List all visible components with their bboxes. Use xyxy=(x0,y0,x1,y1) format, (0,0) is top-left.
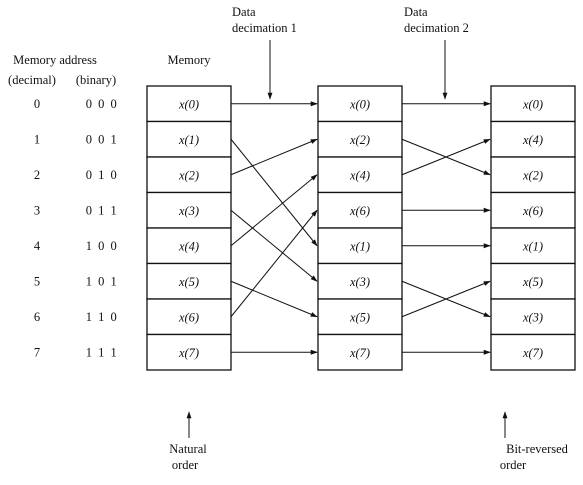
memory-cell-label: x(0) xyxy=(178,97,199,111)
memory-cell xyxy=(317,191,403,229)
bit-reversed-order-label-line2: order xyxy=(500,458,527,472)
memory-cell xyxy=(146,298,232,336)
address-binary: 1 1 1 xyxy=(86,345,119,359)
address-list: 0 1 2 3 4 5 6 7 0 0 0 0 0 1 0 1 0 0 1 1 1 0 0 1 0 1 1 … xyxy=(34,97,119,360)
address-decimal: 5 xyxy=(34,274,40,288)
memory-cell xyxy=(317,156,403,194)
memory-cell-label: x(2) xyxy=(349,133,370,147)
memory-columns: x(0) x(1) x(2) x(3) x(4) x(5) x(6) x(7) x(0) x(2)… xyxy=(146,85,576,371)
address-binary: 1 1 0 xyxy=(86,310,119,324)
address-decimal: 4 xyxy=(34,239,41,253)
memory-cell xyxy=(490,298,576,336)
memory-cell-label: x(0) xyxy=(522,97,543,111)
memory-cell xyxy=(490,333,576,371)
memory-cell-label: x(5) xyxy=(349,310,370,324)
stage-1-arrow xyxy=(230,209,318,282)
memory-cell-label: x(4) xyxy=(522,133,543,147)
memory-cell xyxy=(490,262,576,300)
memory-cell-label: x(5) xyxy=(522,275,543,289)
memory-cell-label: x(2) xyxy=(178,168,199,182)
memory-cell-label: x(1) xyxy=(349,239,370,253)
decimation-1-label-line1: Data xyxy=(232,5,256,19)
address-decimal: 3 xyxy=(34,203,40,217)
address-decimal: 7 xyxy=(34,345,40,359)
memory-cell-label: x(6) xyxy=(522,204,543,218)
memory-cell xyxy=(317,227,403,265)
memory-cell-label: x(1) xyxy=(178,133,199,147)
memory-cell xyxy=(317,85,403,123)
memory-cell xyxy=(490,156,576,194)
address-binary: 0 0 0 xyxy=(86,97,119,111)
memory-cell-label: x(0) xyxy=(349,97,370,111)
memory-cell-label: x(4) xyxy=(349,168,370,182)
bit-reversed-order-label-line1: Bit-reversed xyxy=(506,442,569,456)
memory-cell-label: x(7) xyxy=(349,346,370,360)
address-binary: 0 1 0 xyxy=(86,168,119,182)
memory-cell xyxy=(146,156,232,194)
memory-cell-label: x(3) xyxy=(178,204,199,218)
binary-label: (binary) xyxy=(76,73,116,87)
memory-address-label: Memory address xyxy=(13,53,97,67)
stage-1-arrow xyxy=(230,138,318,247)
stage-1-arrow xyxy=(230,209,318,318)
memory-cell xyxy=(146,227,232,265)
memory-cell-label: x(3) xyxy=(522,310,543,324)
address-binary: 1 0 1 xyxy=(86,274,119,288)
memory-cell xyxy=(146,85,232,123)
decimation-2-column: x(0) x(4) x(2) x(6) x(1) x(5) x(3) x(7) xyxy=(490,85,576,371)
natural-order-label-line1: Natural xyxy=(169,442,207,456)
memory-cell-label: x(1) xyxy=(522,239,543,253)
stage-1-arrow xyxy=(230,174,318,247)
memory-cell-label: x(7) xyxy=(522,346,543,360)
memory-cell xyxy=(146,262,232,300)
memory-cell xyxy=(317,298,403,336)
memory-cell-label: x(3) xyxy=(349,275,370,289)
address-binary: 0 1 1 xyxy=(86,203,119,217)
memory-cell-label: x(4) xyxy=(178,239,199,253)
memory-cell-label: x(5) xyxy=(178,275,199,289)
memory-cell xyxy=(317,262,403,300)
address-decimal: 2 xyxy=(34,168,40,182)
stage-1-arrow xyxy=(230,280,318,318)
stage-2-arrow xyxy=(401,280,491,318)
memory-label: Memory xyxy=(167,53,211,67)
address-binary: 0 0 1 xyxy=(86,132,119,146)
memory-cell xyxy=(317,333,403,371)
memory-cell-label: x(6) xyxy=(178,310,199,324)
address-decimal: 0 xyxy=(34,97,40,111)
decimation-2-label-line2: decimation 2 xyxy=(404,21,469,35)
memory-cell-label: x(7) xyxy=(178,346,199,360)
address-decimal: 1 xyxy=(34,132,40,146)
memory-cell xyxy=(146,191,232,229)
decimation-2-label-line1: Data xyxy=(404,5,428,19)
stage-2-arrow xyxy=(401,138,491,176)
memory-cell xyxy=(146,120,232,158)
address-binary: 1 0 0 xyxy=(86,239,119,253)
decimation-1-column: x(0) x(2) x(4) x(6) x(1) x(3) x(5) x(7) xyxy=(317,85,403,371)
reorder-wires xyxy=(230,101,491,355)
memory-cell xyxy=(146,333,232,371)
decimal-label: (decimal) xyxy=(8,73,56,87)
memory-column: x(0) x(1) x(2) x(3) x(4) x(5) x(6) x(7) xyxy=(146,85,232,371)
address-decimal: 6 xyxy=(34,310,40,324)
memory-cell xyxy=(490,85,576,123)
memory-cell xyxy=(490,120,576,158)
stage-1-arrow xyxy=(230,138,318,176)
decimation-1-label-line2: decimation 1 xyxy=(232,21,297,35)
memory-cell-label: x(2) xyxy=(522,168,543,182)
memory-cell-label: x(6) xyxy=(349,204,370,218)
natural-order-label-line2: order xyxy=(172,458,199,472)
memory-cell xyxy=(317,120,403,158)
